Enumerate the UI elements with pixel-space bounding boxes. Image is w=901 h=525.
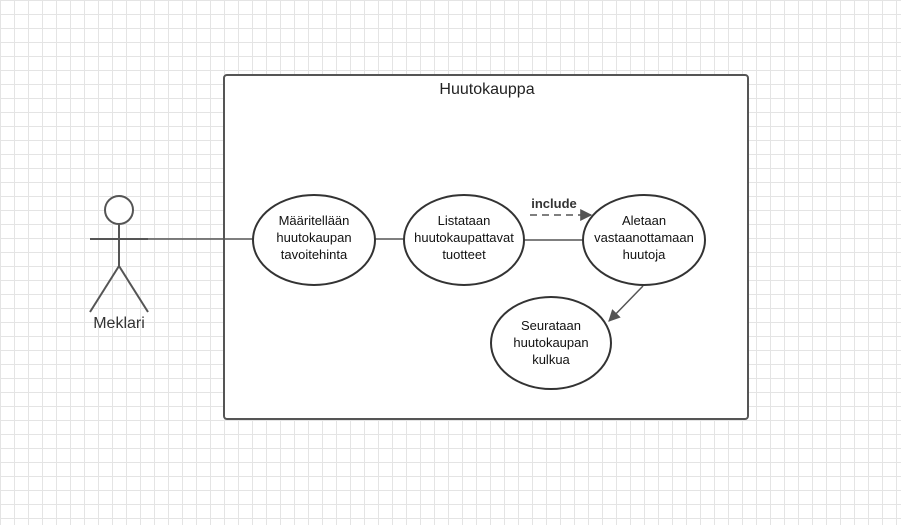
use-case-label-line: Määritellään: [279, 213, 350, 228]
use-case-ellipse: [403, 194, 525, 286]
use-case-ellipse: [582, 194, 706, 286]
use-case-label-line: huutokaupattavat: [414, 230, 514, 245]
use-case-label-line: Seurataan: [521, 318, 581, 333]
actor-head: [104, 195, 134, 225]
actor-name: Meklari: [93, 315, 145, 332]
use-case-label-line: huutokaupan: [276, 230, 351, 245]
actor-left-leg: [89, 265, 120, 313]
include-label: include: [531, 196, 577, 211]
use-case-ellipse: [490, 296, 612, 390]
use-case-uc4: Seurataan huutokaupan kulkua: [490, 296, 612, 390]
use-case-label-line: huutokaupan: [513, 335, 588, 350]
use-case-uc1: Määritellään huutokaupan tavoitehinta: [252, 194, 376, 286]
use-case-label-line: tavoitehinta: [281, 247, 348, 262]
use-case-label-line: huutoja: [623, 247, 666, 262]
use-case-label-line: Listataan: [438, 213, 491, 228]
use-case-label-line: kulkua: [532, 352, 570, 367]
use-case-uc3: Aletaan vastaanottamaan huutoja: [582, 194, 706, 286]
use-case-ellipse: [252, 194, 376, 286]
use-case-label-line: vastaanottamaan: [594, 230, 694, 245]
extend-arrow-uc3-uc4: [608, 285, 644, 322]
use-case-label-line: Aletaan: [622, 213, 666, 228]
use-case-label-line: tuotteet: [442, 247, 486, 262]
actor-meklari: [89, 195, 149, 313]
system-title: Huutokauppa: [439, 81, 534, 98]
use-case-uc2: Listataan huutokaupattavat tuotteet: [403, 194, 525, 286]
actor-right-leg: [118, 265, 149, 313]
